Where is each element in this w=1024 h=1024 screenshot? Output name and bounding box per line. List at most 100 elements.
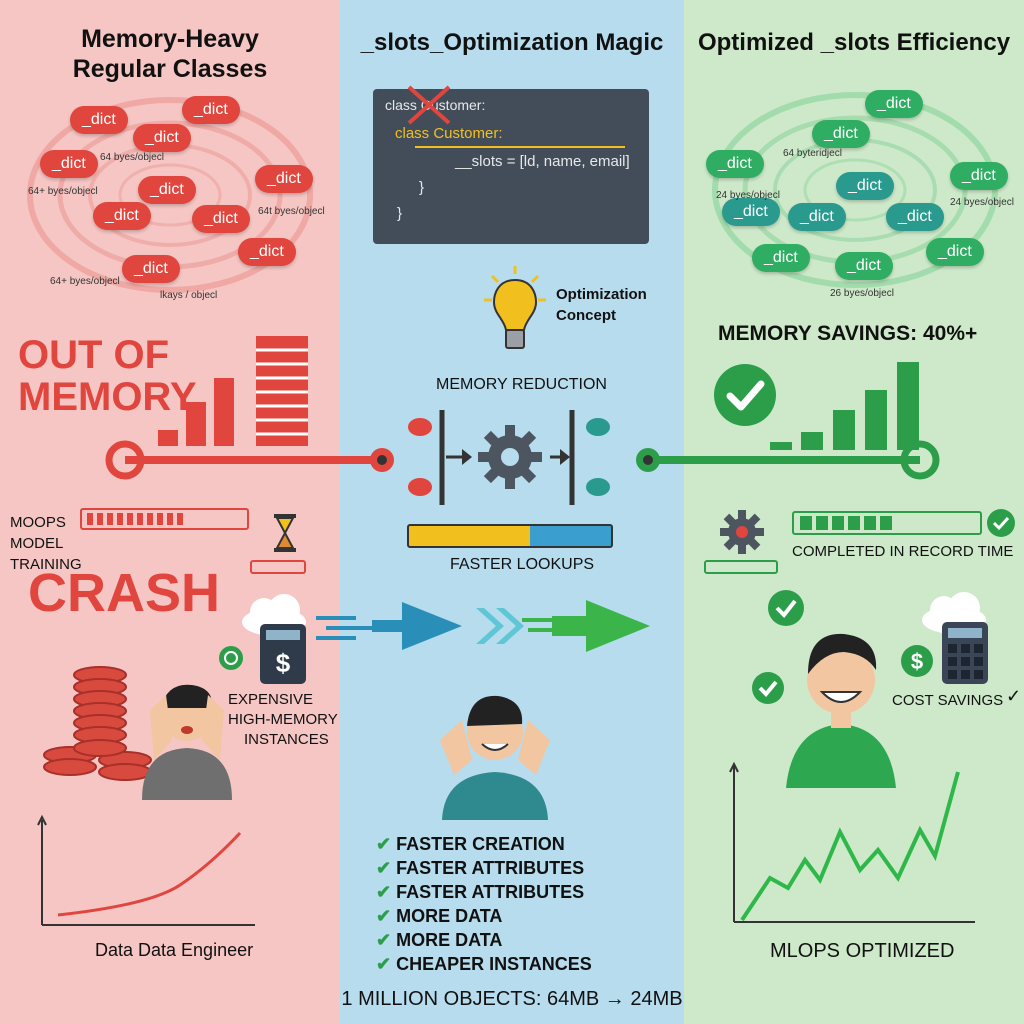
calculator-icon: [942, 622, 988, 684]
dollar-coin-icon: $: [901, 645, 933, 677]
optimization-line1: Optimization: [556, 286, 647, 303]
training-progress-bar: [80, 508, 249, 530]
benefit-item: ✔ FASTER ATTRIBUTES: [376, 858, 584, 879]
memory-cost-curve: [37, 815, 255, 926]
success-check-icon: [714, 364, 776, 426]
stressed-engineer-avatar: [142, 684, 232, 800]
crash-text: CRASH: [28, 563, 221, 623]
dict-bubble: _dict: [40, 150, 98, 178]
dict-bubble: _dict: [886, 203, 944, 231]
dict-bubble: _dict: [255, 165, 313, 193]
code-line-brace: }: [397, 205, 403, 222]
benefit-label: CHEAPER INSTANCES: [396, 954, 592, 974]
benefit-item: ✔ FASTER ATTRIBUTES: [376, 882, 584, 903]
code-snippet: class Customer: class Customer: __slots …: [373, 85, 649, 244]
bytes-label: 64t byes/objecl: [258, 206, 325, 217]
dict-bubble: _dict: [133, 124, 191, 152]
benefit-label: FASTER ATTRIBUTES: [396, 858, 585, 878]
check-circle-icon: [987, 509, 1015, 537]
benefit-item: ✔ MORE DATA: [376, 906, 502, 927]
completed-record-label: COMPLETED IN RECORD TIME: [792, 543, 1014, 560]
check-icon: ✔: [376, 930, 392, 950]
bytes-label: 24 byes/objecl: [950, 197, 1014, 208]
lookup-speed-bar: [407, 524, 613, 548]
benefit-item: ✔ MORE DATA: [376, 930, 502, 951]
middle-title: _slots_Optimization Magic: [360, 29, 664, 56]
data-engineer-label: Data Data Engineer: [95, 940, 254, 960]
calculator-icon: $: [260, 624, 306, 684]
dict-bubble: _dict: [93, 202, 151, 230]
bytes-label: lkays / objecl: [160, 290, 218, 301]
expensive-instances-label: EXPENSIVE HIGH-MEMORY INSTANCES: [228, 690, 338, 750]
benefit-label: FASTER ATTRIBUTES: [396, 882, 585, 902]
dict-bubble: _dict: [788, 203, 846, 231]
check-icon: ✔: [376, 858, 392, 878]
check-icon: ✔: [376, 882, 392, 902]
bytes-label: 64+ byes/objecl: [50, 276, 120, 287]
speed-arrows: [316, 600, 650, 652]
bytes-label: 64+ byes/objecl: [28, 186, 98, 197]
code-line-crossed: class Customer:: [385, 97, 486, 113]
dict-bubble: _dict: [122, 255, 180, 283]
left-title-line1: Memory-Heavy: [81, 25, 259, 53]
check-icon: ✓: [1006, 686, 1022, 706]
happy-engineer-avatar: [786, 633, 896, 788]
savings-bars: [770, 362, 919, 450]
left-title: Memory-Heavy Regular Classes: [0, 24, 340, 84]
dict-bubble: _dict: [138, 176, 196, 204]
dict-bubble: _dict: [706, 150, 764, 178]
check-circle-icon: [768, 590, 804, 626]
completion-progress-bar: [792, 511, 982, 535]
memory-comparison-footer: 1 MILLION OBJECTS: 64MB → 24MB: [341, 988, 683, 1010]
bytes-label: 64 byes/objecl: [100, 152, 164, 163]
check-icon: ✔: [376, 954, 392, 974]
happy-engineer-avatar: [440, 695, 550, 820]
dict-bubble: _dict: [926, 238, 984, 266]
check-circle-icon: [752, 672, 784, 704]
faster-lookups-label: FASTER LOOKUPS: [450, 556, 595, 573]
expensive-line1: EXPENSIVE: [228, 691, 314, 708]
code-line-brace: }: [419, 179, 425, 196]
bytes-label: 64 byteridjecl: [783, 148, 842, 159]
coin-stack-icon: [43, 666, 152, 781]
mlops-optimized-label: MLOPS OPTIMIZED: [770, 940, 955, 962]
right-title: Optimized _slots Efficiency: [697, 29, 1011, 56]
lightbulb-icon: [484, 266, 546, 349]
progress-stripes: [800, 516, 892, 530]
benefit-label: FASTER CREATION: [396, 834, 565, 854]
moops-line1: MOOPS: [10, 514, 66, 531]
refresh-money-icon: [219, 646, 243, 670]
code-line-class: class Customer:: [395, 125, 503, 142]
dict-bubble: _dict: [752, 244, 810, 272]
optimization-concept-label: Optimization Concept: [556, 284, 647, 326]
moops-line3: TRAINING: [10, 556, 82, 573]
dict-bubble: _dict: [70, 106, 128, 134]
progress-stripes: [87, 513, 183, 525]
dict-bubble: _dict: [182, 96, 240, 124]
small-progress-bar: [704, 560, 778, 574]
dict-bubble: _dict: [865, 90, 923, 118]
expensive-line2: HIGH-MEMORY: [228, 711, 338, 728]
memory-reduction-label: MEMORY REDUCTION: [436, 376, 607, 393]
moops-label: MOOPS MODEL TRAINING: [10, 512, 82, 575]
benefit-label: MORE DATA: [396, 906, 503, 926]
memory-growth-bars: [158, 336, 308, 446]
check-icon: ✔: [376, 906, 392, 926]
small-progress-bar: [250, 560, 306, 574]
svg-text:$: $: [911, 649, 923, 674]
bytes-label: 26 byes/objecl: [830, 288, 894, 299]
hourglass-icon: [274, 514, 296, 552]
memory-savings-label: MEMORY SAVINGS: 40%+: [718, 322, 978, 345]
cost-savings-label: COST SAVINGS: [892, 692, 1004, 709]
moops-line2: MODEL: [10, 535, 64, 552]
code-line-slots: __slots = [ld, name, email]: [455, 153, 630, 170]
out-of-memory-line1: OUT OF: [18, 333, 170, 377]
benefit-item: ✔ CHEAPER INSTANCES: [376, 954, 592, 975]
optimization-line2: Concept: [556, 307, 616, 324]
cross-out-mark: [407, 85, 451, 125]
dict-bubble: _dict: [950, 162, 1008, 190]
dict-bubble: _dict: [836, 172, 894, 200]
dict-bubble: _dict: [238, 238, 296, 266]
benefit-item: ✔ FASTER CREATION: [376, 834, 565, 855]
dict-bubble: _dict: [192, 205, 250, 233]
